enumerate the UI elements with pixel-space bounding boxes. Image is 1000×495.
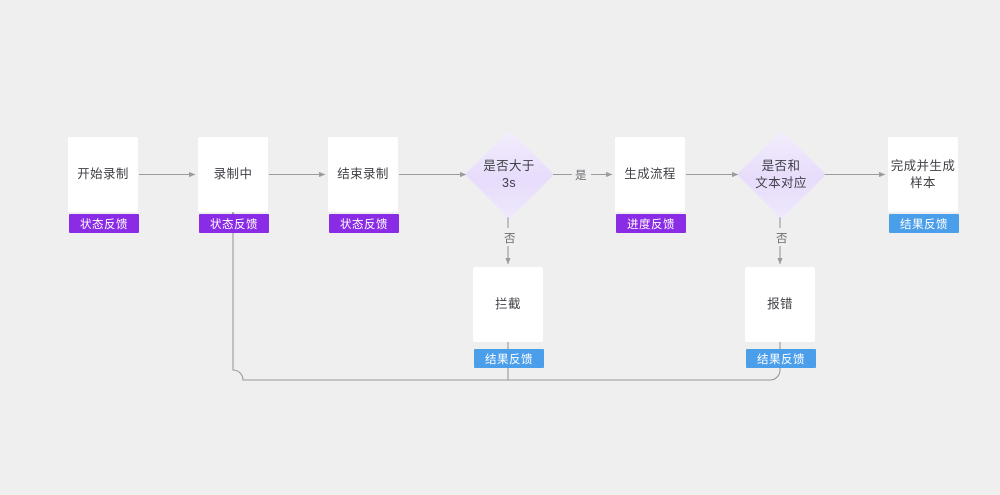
- node-generate-flow[interactable]: 生成流程: [615, 137, 685, 212]
- badge-result-feedback-done[interactable]: 结果反馈: [889, 214, 959, 233]
- badge-result-feedback-error[interactable]: 结果反馈: [746, 349, 816, 368]
- edge-block-loop-to-recording: [232, 216, 509, 381]
- node-label: 开始录制: [77, 167, 129, 181]
- node-label: 完成并生成 样本: [890, 158, 956, 190]
- node-block[interactable]: 拦截: [473, 267, 543, 342]
- badge-label: 状态反馈: [340, 218, 388, 231]
- node-label: 拦截: [495, 297, 521, 311]
- decision-label: 是否和 文本对应: [755, 158, 807, 190]
- node-label: 录制中: [213, 167, 253, 181]
- edge-error-loop-to-recording: [508, 342, 781, 381]
- edge-label-no-match-text: 否: [773, 230, 791, 246]
- badge-progress-feedback-generate[interactable]: 进度反馈: [616, 214, 686, 233]
- node-recording[interactable]: 录制中: [198, 137, 268, 212]
- edge-label-no-3s: 否: [501, 230, 519, 246]
- badge-label: 进度反馈: [627, 218, 675, 231]
- node-start-recording[interactable]: 开始录制: [68, 137, 138, 212]
- badge-status-feedback-recording[interactable]: 状态反馈: [199, 214, 269, 233]
- node-complete-generate-sample[interactable]: 完成并生成 样本: [888, 137, 958, 212]
- node-error[interactable]: 报错: [745, 267, 815, 342]
- badge-result-feedback-block[interactable]: 结果反馈: [474, 349, 544, 368]
- badge-status-feedback-start[interactable]: 状态反馈: [69, 214, 139, 233]
- edge-label-yes-3s: 是: [572, 167, 590, 183]
- decision-greater-than-3s[interactable]: 是否大于 3s: [464, 129, 554, 220]
- badge-status-feedback-stop[interactable]: 状态反馈: [329, 214, 399, 233]
- node-label: 结束录制: [337, 167, 389, 181]
- badge-label: 状态反馈: [210, 218, 258, 231]
- badge-label: 结果反馈: [757, 353, 805, 366]
- badge-label: 状态反馈: [80, 218, 128, 231]
- decision-label: 是否大于 3s: [483, 158, 535, 190]
- node-label: 生成流程: [624, 167, 676, 181]
- badge-label: 结果反馈: [900, 218, 948, 231]
- badge-label: 结果反馈: [485, 353, 533, 366]
- node-label: 报错: [767, 297, 793, 311]
- decision-matches-text[interactable]: 是否和 文本对应: [736, 129, 826, 220]
- node-stop-recording[interactable]: 结束录制: [328, 137, 398, 212]
